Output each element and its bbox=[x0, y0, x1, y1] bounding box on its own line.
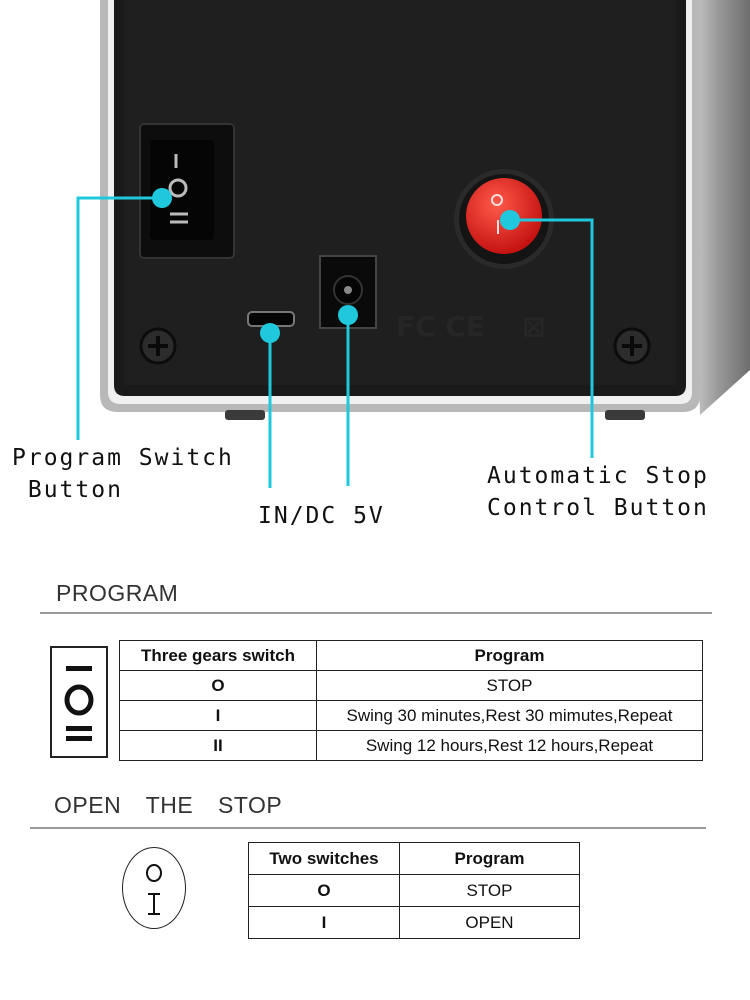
switch-position-cell: II bbox=[119, 730, 317, 761]
rocker-switch-three-position-icon bbox=[50, 646, 108, 758]
device-back-panel: FC CE ⊠ bbox=[76, 0, 750, 488]
stop-section-title: OPEN THE STOP bbox=[54, 792, 283, 818]
screw-right-icon bbox=[613, 327, 651, 365]
program-cell: STOP bbox=[399, 874, 580, 907]
program-switch-callout: Program Switch Button bbox=[12, 445, 234, 503]
oval-on-off-switch-icon bbox=[122, 847, 186, 929]
table-row: O STOP bbox=[248, 874, 580, 907]
leader-lines bbox=[76, 196, 594, 488]
program-table: Three gears switch Program O STOP I Swin… bbox=[119, 640, 703, 761]
program-cell: Swing 12 hours,Rest 12 hours,Repeat bbox=[316, 730, 703, 761]
switch-position-cell: I bbox=[248, 906, 400, 939]
stop-table: Two switches Program O STOP I OPEN bbox=[248, 842, 580, 939]
svg-text:⊠: ⊠ bbox=[522, 310, 545, 343]
table-header-row: Three gears switch Program bbox=[119, 640, 703, 671]
switch-position-cell: O bbox=[119, 670, 317, 701]
screw-left-icon bbox=[139, 327, 177, 365]
svg-text:FC CE: FC CE bbox=[396, 310, 485, 343]
program-cell: Swing 30 minutes,Rest 30 mimutes,Repeat bbox=[316, 700, 703, 731]
column-header: Program bbox=[316, 640, 703, 671]
program-cell: OPEN bbox=[399, 906, 580, 939]
switch-position-cell: O bbox=[248, 874, 400, 907]
program-section-title: PROGRAM bbox=[56, 580, 179, 606]
switch-position-cell: I bbox=[119, 700, 317, 731]
leader-dots bbox=[152, 188, 520, 343]
program-divider bbox=[40, 612, 712, 614]
auto-stop-callout: Automatic Stop Control Button bbox=[487, 463, 709, 521]
program-cell: STOP bbox=[316, 670, 703, 701]
table-row: O STOP bbox=[119, 670, 703, 701]
column-header: Three gears switch bbox=[119, 640, 317, 671]
product-photo: FC CE ⊠ bbox=[76, 0, 750, 488]
program-rocker-switch[interactable] bbox=[139, 123, 235, 259]
table-row: II Swing 12 hours,Rest 12 hours,Repeat bbox=[119, 730, 703, 761]
table-row: I Swing 30 minutes,Rest 30 mimutes,Repea… bbox=[119, 700, 703, 731]
dc-input-callout: IN/DC 5V bbox=[258, 503, 385, 529]
column-header: Two switches bbox=[248, 842, 400, 875]
column-header: Program bbox=[399, 842, 580, 875]
table-header-row: Two switches Program bbox=[248, 842, 580, 875]
table-row: I OPEN bbox=[248, 906, 580, 939]
stop-divider bbox=[30, 827, 706, 829]
